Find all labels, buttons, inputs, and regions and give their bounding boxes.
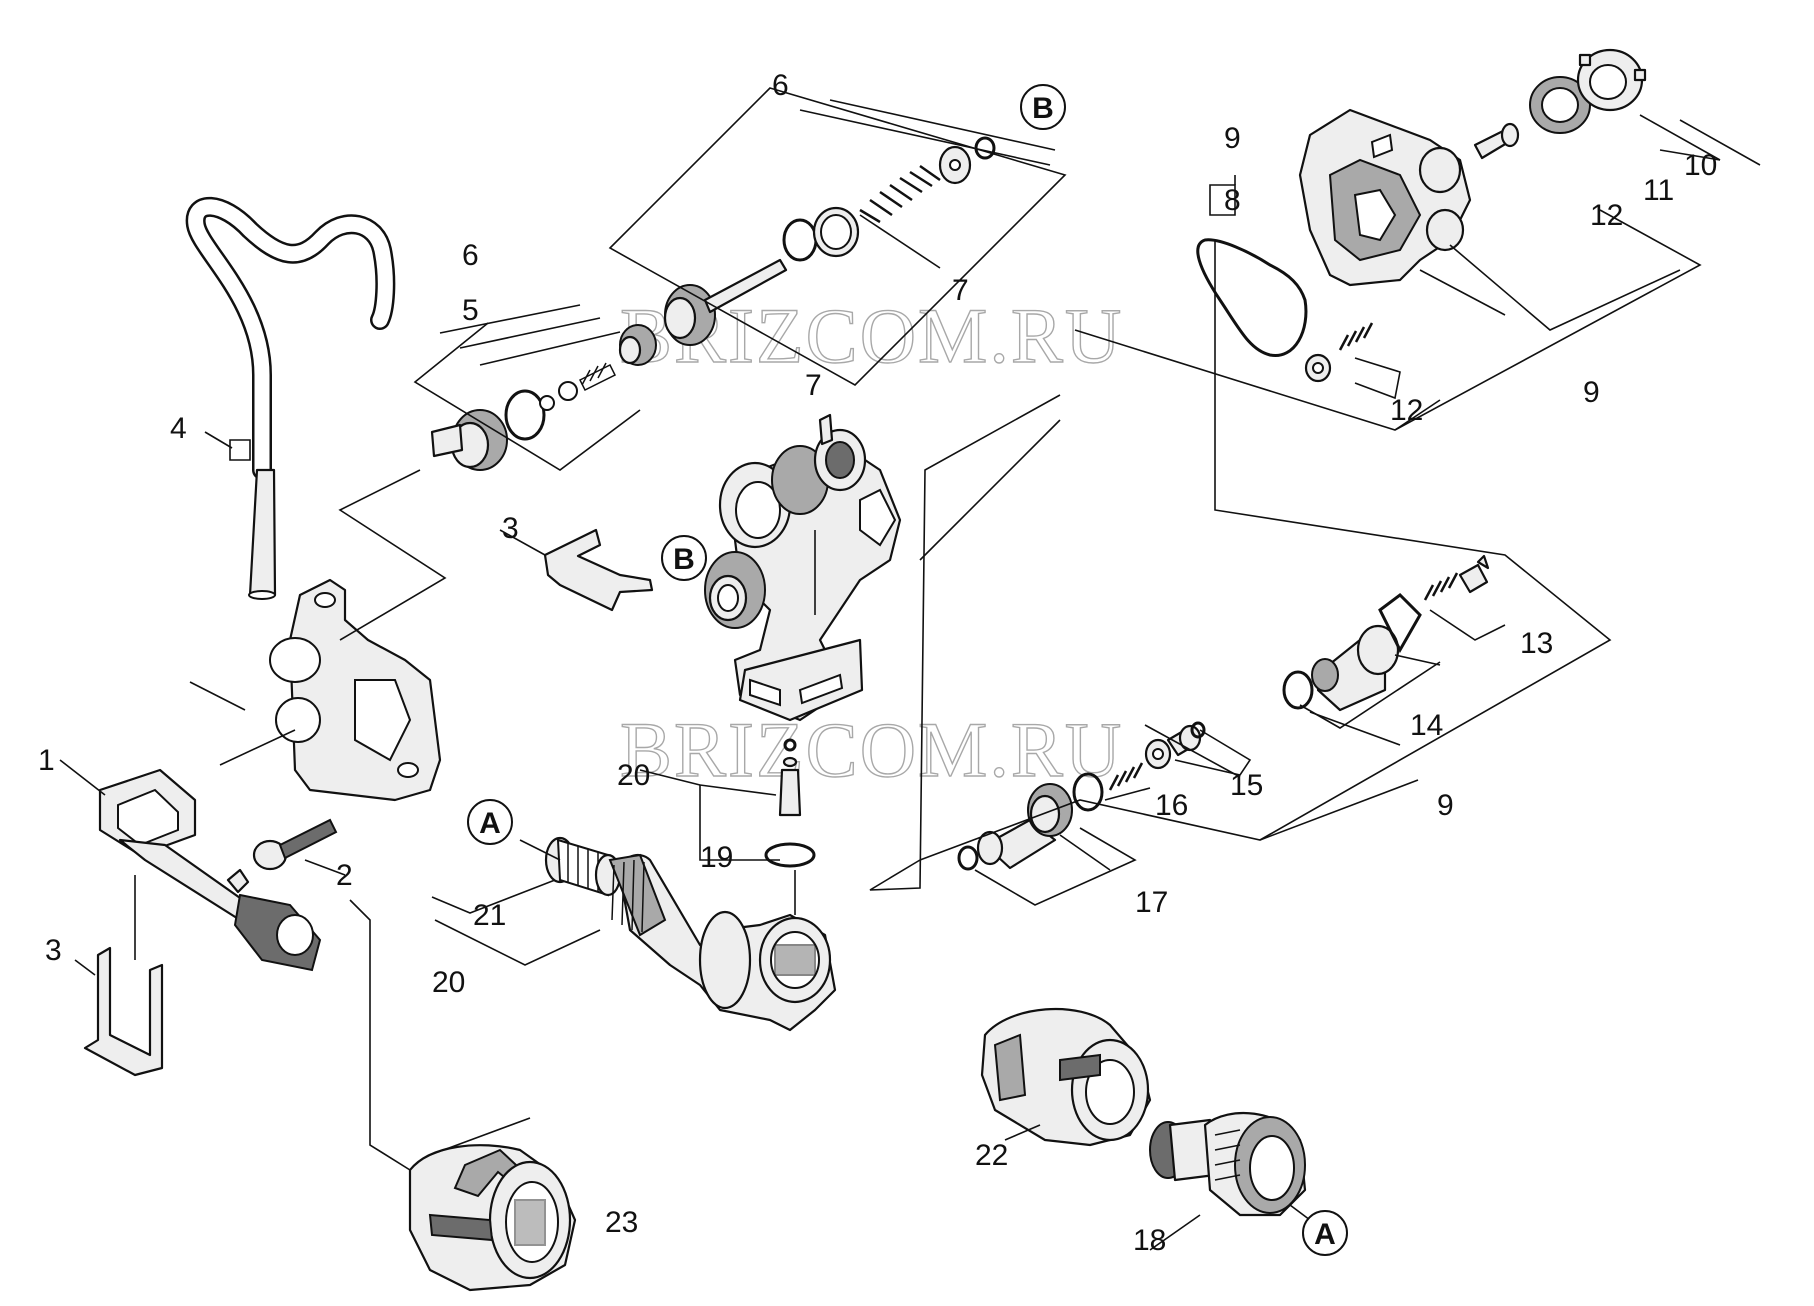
- callout-23: 23: [605, 1206, 638, 1239]
- part-3-bracket-upper: [543, 528, 654, 612]
- part-1-manifold-housing: [98, 578, 442, 972]
- callout-4: 4: [170, 412, 187, 445]
- part-18-hose-connector: [1149, 1111, 1307, 1217]
- part-20-inlet-pipe: [608, 853, 837, 1032]
- svg-text:A: A: [1314, 1218, 1336, 1251]
- callout-3-lower: 3: [45, 934, 62, 967]
- part-11-seal: [1529, 76, 1591, 134]
- part-12-valve-lower: [1304, 322, 1374, 383]
- callout-labels: 1 2 3 3 4 5 6 6 7 7 8 9 9 9 9 10 11 12 1…: [38, 69, 1717, 1257]
- callout-17: 17: [1135, 886, 1168, 919]
- part-8-o-ring: [1196, 238, 1308, 357]
- callout-19: 19: [700, 841, 733, 874]
- part-23-quick-coupling: [408, 1144, 577, 1292]
- part-12-valve-upper: [1473, 122, 1520, 160]
- callout-9-right: 9: [1583, 376, 1600, 409]
- callout-9-lower: 9: [1437, 789, 1454, 822]
- callout-10: 10: [1684, 149, 1717, 182]
- part-2-bolt: [252, 818, 338, 871]
- svg-text:A: A: [479, 807, 501, 840]
- part-3-bracket-lower: [83, 946, 164, 1077]
- part-15-nozzle: [1166, 721, 1206, 757]
- svg-text:B: B: [673, 543, 695, 576]
- callout-20-top: 20: [617, 759, 650, 792]
- callout-7-top: 7: [952, 274, 969, 307]
- callout-15: 15: [1230, 769, 1263, 802]
- part-5-valve-group: [430, 324, 657, 471]
- part-21-filter: [544, 836, 622, 897]
- callout-5: 5: [462, 294, 479, 327]
- callout-6-top: 6: [772, 69, 789, 102]
- callout-14: 14: [1410, 709, 1443, 742]
- callout-20-bottom: 20: [432, 966, 465, 999]
- marker-b-top: B: [1020, 84, 1066, 130]
- callout-8: 8: [1224, 184, 1241, 217]
- callout-7-mid: 7: [805, 369, 822, 402]
- part-6-valve-group: [663, 136, 996, 346]
- part-20-pin: [778, 738, 802, 817]
- leader-lines: [59, 87, 1761, 1251]
- part-17-valve: [957, 772, 1104, 871]
- callout-18: 18: [1133, 1224, 1166, 1257]
- watermark-middle: BRIZCOM.RU: [620, 706, 1123, 793]
- pump-head-body: [704, 413, 902, 722]
- part-4-hose: [185, 196, 396, 600]
- callout-12-bottom: 12: [1390, 394, 1423, 427]
- part-16-spring: [1108, 738, 1172, 791]
- marker-b-middle: B: [661, 535, 707, 581]
- callout-2: 2: [336, 859, 353, 892]
- callout-12-top: 12: [1590, 199, 1623, 232]
- callout-6-small: 6: [462, 239, 479, 272]
- marker-a-bottom: A: [1302, 1210, 1348, 1256]
- callout-1: 1: [38, 744, 55, 777]
- part-9-pump-head: [1298, 108, 1472, 287]
- part-19-o-ring: [764, 842, 816, 868]
- callout-16: 16: [1155, 789, 1188, 822]
- svg-text:B: B: [1032, 92, 1054, 125]
- callout-13: 13: [1520, 627, 1553, 660]
- callout-21: 21: [473, 899, 506, 932]
- callout-3-upper: 3: [502, 512, 519, 545]
- callout-22: 22: [975, 1139, 1008, 1172]
- callout-9-top: 9: [1224, 122, 1241, 155]
- part-10-ring: [1576, 48, 1647, 112]
- part-22-coupling: [980, 1007, 1152, 1147]
- part-14-valve: [1282, 593, 1422, 712]
- callout-11: 11: [1643, 174, 1674, 207]
- part-13-spring: [1423, 554, 1490, 601]
- marker-a-top: A: [467, 799, 513, 845]
